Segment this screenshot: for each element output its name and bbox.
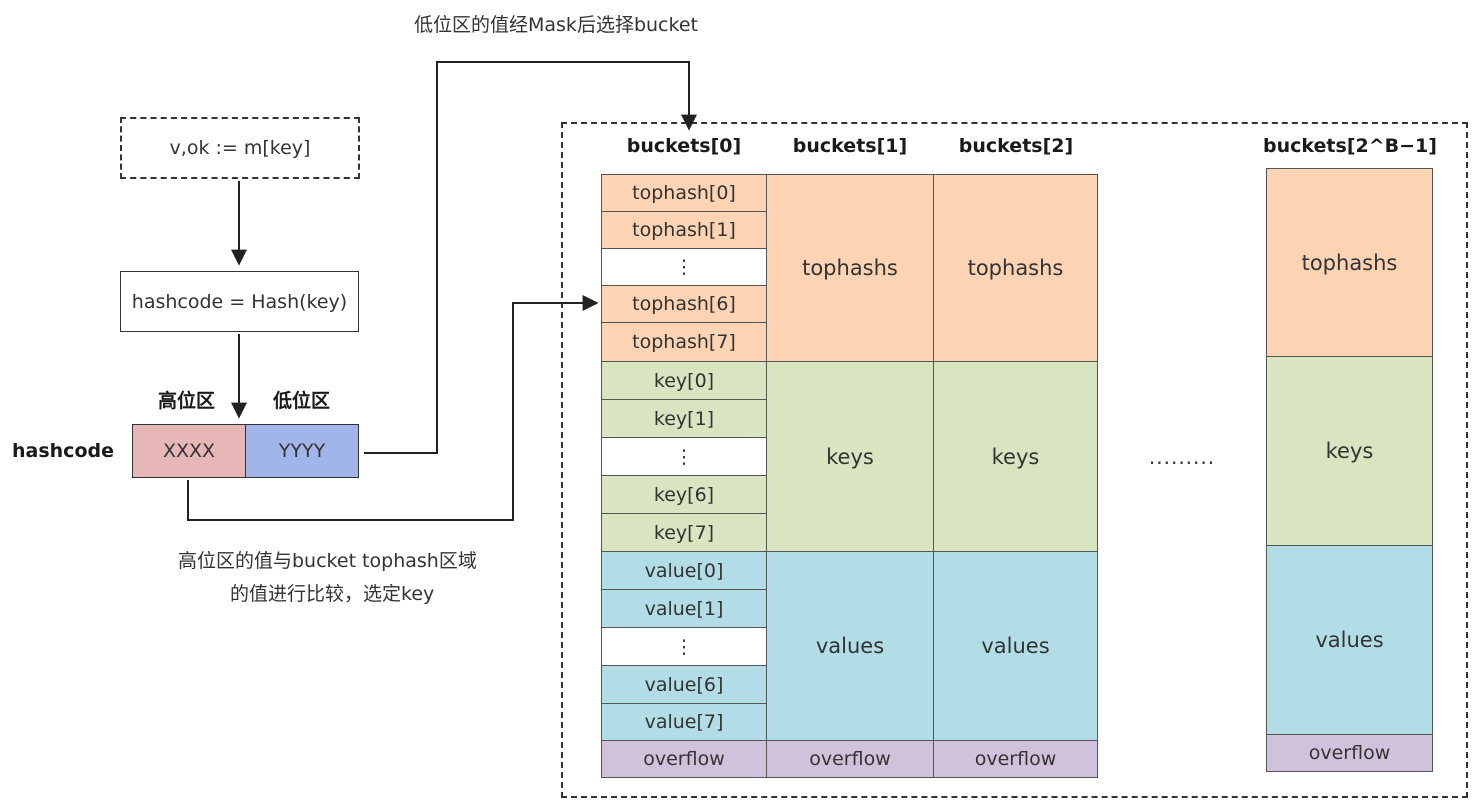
arrow-low-bits-to-bucket (364, 61, 697, 454)
lookup-expression-box: v,ok := m[key] (120, 117, 360, 179)
low-bits-cell: YYYY (245, 424, 359, 478)
low-bits-value: YYYY (278, 440, 326, 462)
hash-expression: hashcode = Hash(key) (131, 290, 348, 313)
high-bits-value: XXXX (162, 440, 216, 462)
bucket-0-header: buckets[0] (626, 135, 742, 157)
bucket-0-tophash-row: tophash[7] (601, 322, 767, 362)
buckets-container (561, 122, 1468, 798)
bucket-last-overflow: overflow (1266, 734, 1433, 772)
bucket-last-keys: keys (1266, 356, 1433, 546)
bucket-last-header: buckets[2^B−1] (1263, 135, 1437, 157)
bucket-2-header: buckets[2] (958, 135, 1074, 157)
bucket-2-tophashs: tophashs (933, 174, 1098, 362)
compare-caption-line1: 高位区的值与bucket tophash区域 (178, 550, 477, 572)
bucket-1-tophashs: tophashs (766, 174, 934, 362)
bucket-2-overflow: overflow (933, 740, 1098, 778)
bucket-0-value-row: value[0] (601, 551, 767, 590)
bucket-0-tophash-row: tophash[6] (601, 285, 767, 323)
bucket-0-key-row: key[1] (601, 399, 767, 438)
bucket-0-key-row: key[7] (601, 513, 767, 552)
arrow-high-bits-to-tophash (187, 295, 599, 521)
high-bits-label: 高位区 (158, 390, 216, 412)
bucket-0-ellipsis-row: ⋮ (601, 437, 767, 476)
high-bits-cell: XXXX (132, 424, 246, 478)
bucket-0-tophash-row: tophash[0] (601, 174, 767, 212)
bucket-0-key-row: key[0] (601, 361, 767, 400)
hash-expression-box: hashcode = Hash(key) (120, 271, 359, 332)
bucket-last-tophashs: tophashs (1266, 168, 1433, 357)
bucket-0-overflow-row: overflow (601, 740, 767, 778)
select-bucket-caption: 低位区的值经Mask后选择bucket (414, 14, 698, 36)
hashcode-label: hashcode (12, 440, 114, 462)
bucket-1-overflow: overflow (766, 740, 934, 778)
low-bits-label: 低位区 (273, 390, 331, 412)
bucket-2-keys: keys (933, 361, 1098, 552)
bucket-0-value-row: value[1] (601, 589, 767, 628)
lookup-expression: v,ok := m[key] (169, 137, 311, 159)
compare-caption: 高位区的值与bucket tophash区域 的值进行比较，选定key (178, 546, 508, 606)
compare-caption-line2: 的值进行比较，选定key (230, 583, 435, 605)
buckets-ellipsis: ········· (1148, 451, 1216, 475)
bucket-0-tophash-row: tophash[1] (601, 211, 767, 249)
bucket-last-values: values (1266, 545, 1433, 735)
bucket-0-value-row: value[6] (601, 665, 767, 704)
bucket-0-ellipsis-row: ⋮ (601, 248, 767, 286)
bucket-1-values: values (766, 551, 934, 741)
bucket-1-keys: keys (766, 361, 934, 552)
bucket-2-values: values (933, 551, 1098, 741)
bucket-1-header: buckets[1] (792, 135, 908, 157)
